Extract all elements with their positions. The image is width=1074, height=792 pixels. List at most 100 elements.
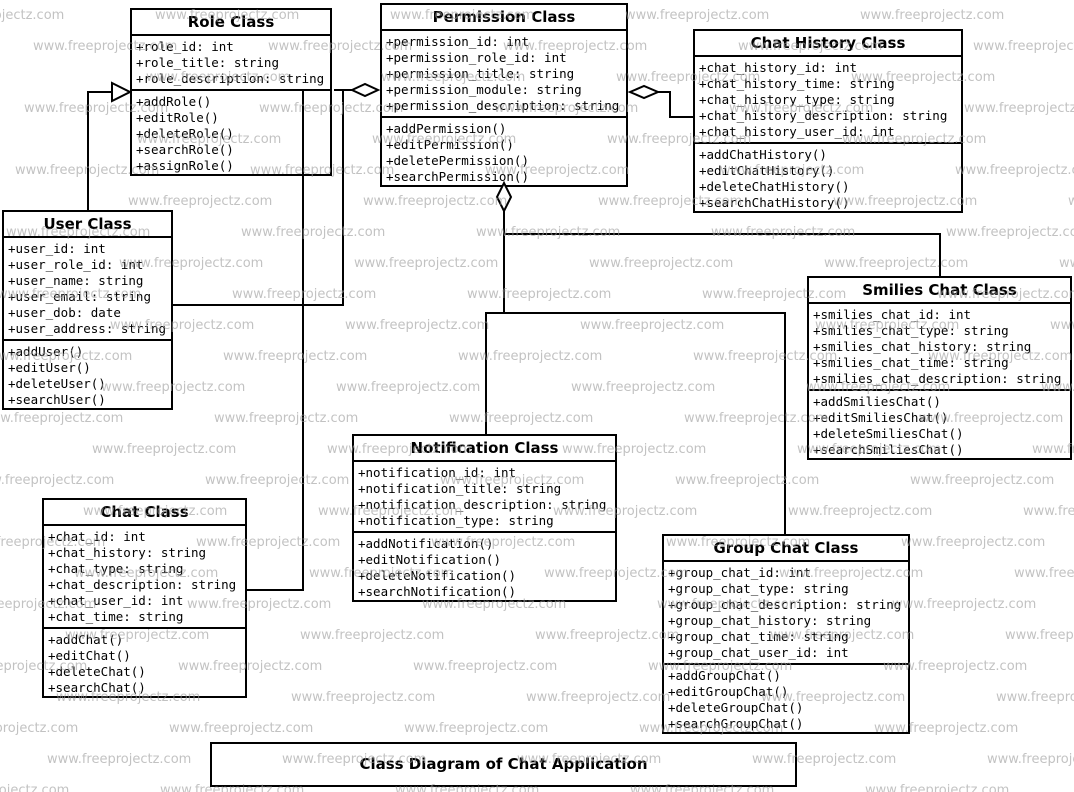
watermark-text: www.freeprojectz.com [291,690,436,705]
class-box-role: Role Class +role_id: int+role_title: str… [130,8,332,176]
watermark-text: www.freeprojectz.com [901,535,1046,550]
class-box-permission: Permission Class +permission_id: int+per… [380,3,628,187]
methods-compartment: +addPermission()+editPermission()+delete… [382,118,626,187]
watermark-text: www.freeprojectz.com [589,256,734,271]
method-row: +addChat() [48,632,124,647]
attribute-row: +user_id: int [8,241,106,256]
method-row: +deleteChat() [48,664,146,679]
attribute-row: +chat_history_type: string [699,92,895,107]
method-row: +editRole() [136,110,219,125]
watermark-text: www.freeprojectz.com [675,473,820,488]
methods-compartment: +addChat()+editChat()+deleteChat()+searc… [44,629,245,698]
aggregation-diamond-icon [349,82,381,98]
attribute-row: +chat_history_description: string [699,108,948,123]
method-row: +editGroupChat() [668,684,789,699]
method-row: +searchRole() [136,142,234,157]
watermark-text: www.freeprojectz.com [1005,628,1074,643]
watermark-text: www.freeprojectz.com [449,411,594,426]
method-row: +deleteChatHistory() [699,179,850,194]
watermark-text: www.freeprojectz.com [711,225,856,240]
attribute-row: +smilies_chat_id: int [813,307,972,322]
branch-notification [485,312,504,434]
method-row: +searchUser() [8,392,106,407]
method-row: +searchNotification() [358,584,517,599]
attribute-row: +chat_history_time: string [699,76,895,91]
class-title: Group Chat Class [664,536,908,562]
watermark-text: www.freeprojectz.com [404,721,549,736]
method-row: +searchChatHistory() [699,195,850,210]
method-row: +editNotification() [358,552,501,567]
watermark-text: www.freeprojectz.com [860,8,1005,23]
method-row: +searchChat() [48,680,146,695]
attribute-row: +permission_title: string [386,66,575,81]
method-row: +addPermission() [386,121,507,136]
attribute-row: +chat_id: int [48,529,146,544]
attribute-row: +chat_history_user_id: int [699,124,895,139]
connector-role-permission [334,82,381,98]
watermark-text: www.freeprojectz.com [865,783,1010,792]
attribute-row: +group_chat_history: string [668,613,872,628]
method-row: +editSmiliesChat() [813,410,949,425]
method-row: +deleteRole() [136,126,234,141]
attribute-row: +permission_description: string [386,98,620,113]
watermark-text: www.freeprojectz.com [946,225,1074,240]
watermark-text: www.freeprojectz.com [467,287,612,302]
attribute-row: +role_title: string [136,55,279,70]
method-row: +addUser() [8,344,84,359]
attribute-row: +notification_description: string [358,497,607,512]
class-box-smilies_chat: Smilies Chat Class +smilies_chat_id: int… [807,276,1072,460]
attribute-row: +permission_module: string [386,82,582,97]
method-row: +deleteSmiliesChat() [813,426,964,441]
method-row: +addGroupChat() [668,668,781,683]
attribute-row: +user_role_id: int [8,257,144,272]
watermark-text: www.freeprojectz.com [0,721,79,736]
attribute-row: +role_id: int [136,39,234,54]
class-box-group_chat: Group Chat Class +group_chat_id: int+gro… [662,534,910,734]
attribute-row: +chat_history_id: int [699,60,858,75]
watermark-text: www.freeprojectz.com [788,504,933,519]
watermark-text: www.freeprojectz.com [223,349,368,364]
method-row: +searchGroupChat() [668,716,804,731]
watermark-text: www.freeprojectz.com [214,411,359,426]
watermark-text: www.freeprojectz.com [910,473,1055,488]
class-title: Notification Class [354,436,615,462]
connector-user-role [87,81,133,210]
class-title: Smilies Chat Class [809,278,1070,304]
watermark-text: www.freeprojectz.com [1014,566,1074,581]
attribute-row: +group_chat_time: string [668,629,849,644]
class-title: User Class [4,212,171,238]
class-title: Role Class [132,10,330,36]
attribute-row: +chat_history: string [48,545,207,560]
attributes-compartment: +chat_history_id: int+chat_history_time:… [695,57,961,144]
watermark-text: www.freeprojectz.com [232,287,377,302]
class-title: Permission Class [382,5,626,31]
method-row: +deleteNotification() [358,568,517,583]
watermark-text: www.freeprojectz.com [0,8,65,23]
method-row: +editChatHistory() [699,163,835,178]
attribute-row: +chat_time: string [48,609,184,624]
generalization-arrow-icon [111,81,133,103]
methods-compartment: +addNotification()+editNotification()+de… [354,533,615,602]
watermark-text: www.freeprojectz.com [0,411,124,426]
class-box-chat: Chat Class +chat_id: int+chat_history: s… [42,498,247,698]
watermark-text: www.freeprojectz.com [973,39,1074,54]
methods-compartment: +addGroupChat()+editGroupChat()+deleteGr… [664,665,908,734]
attribute-row: +user_email: string [8,289,151,304]
watermark-text: www.freeprojectz.com [300,628,445,643]
watermark-text: www.freeprojectz.com [336,380,481,395]
attribute-row: +smilies_chat_history: string [813,339,1032,354]
watermark-text: www.freeprojectz.com [205,473,350,488]
watermark-text: www.freeprojectz.com [535,628,680,643]
method-row: +addRole() [136,94,212,109]
connector-chathistory-permission [627,84,693,118]
attributes-compartment: +notification_id: int+notification_title… [354,462,615,533]
attribute-row: +chat_description: string [48,577,237,592]
attribute-row: +chat_user_id: int [48,593,184,608]
attributes-compartment: +group_chat_id: int+group_chat_type: str… [664,562,908,665]
class-box-user: User Class +user_id: int+user_role_id: i… [2,210,173,410]
method-row: +assignRole() [136,158,234,173]
attributes-compartment: +chat_id: int+chat_history: string +chat_… [44,526,245,629]
branch-smilies [504,233,941,276]
class-title: Chat Class [44,500,245,526]
